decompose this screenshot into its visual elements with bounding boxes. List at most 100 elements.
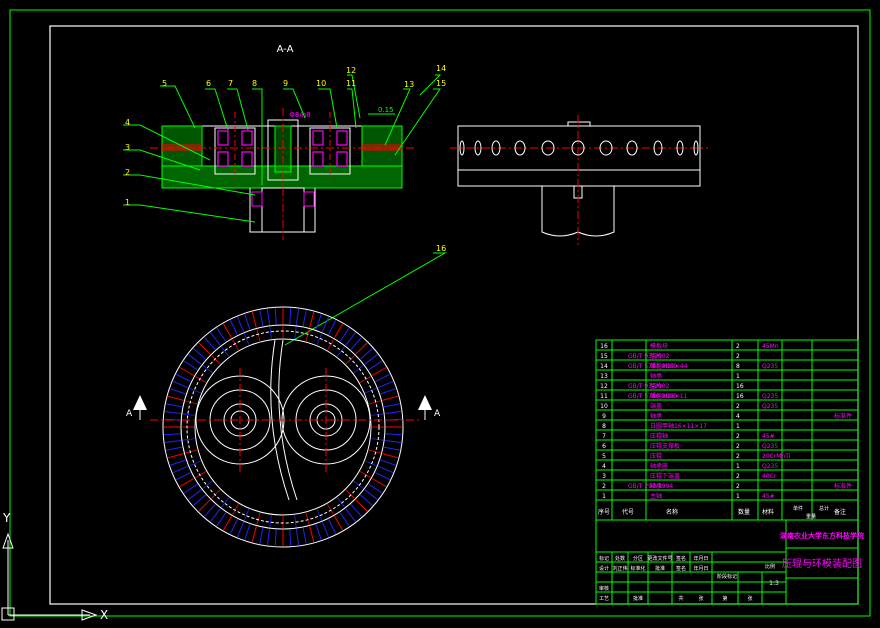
bom-cell-no: 16 xyxy=(600,343,608,350)
title-scale-label: 比例 xyxy=(765,563,775,570)
callout-4: 4 xyxy=(125,118,130,127)
section-label: A-A xyxy=(277,44,294,55)
title-cell: 第 xyxy=(722,595,727,602)
bom-cell-no: 5 xyxy=(602,453,606,460)
outer-frame xyxy=(9,9,871,617)
bom-cell-name: 螺栓M10×44 xyxy=(650,362,688,370)
title-cell: 工艺 xyxy=(599,596,609,602)
bom-cell-no: 8 xyxy=(602,423,606,430)
bom-header-note: 备注 xyxy=(834,508,846,516)
bom-cell-mat: 40Cr xyxy=(762,473,777,480)
title-stage-label: 阶段标记 xyxy=(717,573,737,580)
bom-header-no: 序号 xyxy=(598,508,610,516)
bom-cell-mat: Q235 xyxy=(762,463,778,470)
callout-numbers: 1 2 3 4 5 6 7 8 9 10 11 12 13 14 15 16 xyxy=(125,64,446,253)
bom-cell-name: 压辊下端盖 xyxy=(650,472,680,480)
bom-cell-qty: 2 xyxy=(736,433,740,440)
title-cell: 签名 xyxy=(676,565,686,572)
bom-cell-mat: Q235 xyxy=(762,443,778,450)
title-cell: 张 xyxy=(698,595,703,602)
bom-cell-name: 垫片 xyxy=(650,382,662,390)
bom-cell-qty: 8 xyxy=(736,363,740,370)
bom-cell-name: 压辊支撑板 xyxy=(650,442,680,450)
bom-cell-mat: Q235 xyxy=(762,403,778,410)
title-cell: 处数 xyxy=(615,555,625,562)
title-cell: 分区 xyxy=(633,555,643,562)
bom-cell-no: 1 xyxy=(602,493,606,500)
bom-cell-name: 垫片 xyxy=(650,352,662,360)
title-cell: 张 xyxy=(747,595,752,602)
dimension-note: Φ8/h8 xyxy=(289,111,310,119)
bom-cell-mat: Q235 xyxy=(762,363,778,370)
side-view xyxy=(450,115,708,245)
callout-11: 11 xyxy=(346,79,356,88)
section-view-aa: A-A Φ8/h8 0.15 xyxy=(150,44,415,240)
bom-cell-no: 9 xyxy=(602,413,606,420)
title-cell: 年月日 xyxy=(693,555,708,562)
callout-14: 14 xyxy=(436,64,446,73)
bom-cell-std: GB/T 93-2002 xyxy=(628,353,670,360)
callout-10: 10 xyxy=(316,79,326,88)
bom-header-single: 单件 xyxy=(793,505,803,512)
callout-12: 12 xyxy=(346,66,356,75)
bom-header-name: 名称 xyxy=(666,508,678,516)
bom-cell-name: 轴承 xyxy=(650,372,662,380)
callout-7: 7 xyxy=(228,79,233,88)
bom-cell-no: 13 xyxy=(600,373,608,380)
bom-cell-std: GB/T 297-1994 xyxy=(628,483,673,490)
bom-cell-name: 压辊 xyxy=(650,452,662,460)
title-cell: 审核 xyxy=(599,585,609,592)
bom-cell-no: 10 xyxy=(600,403,608,410)
bom-cell-qty: 2 xyxy=(736,453,740,460)
bom-cell-mat: 20CrMnTi xyxy=(762,453,791,460)
bom-cell-no: 12 xyxy=(600,383,608,390)
bom-cell-name: 日圆甲轴16×11×17 xyxy=(650,422,707,430)
bom-cell-name: 轴承 xyxy=(650,412,662,420)
bom-cell-name: 轴承 xyxy=(650,482,662,490)
title-cell: 刘正伟 xyxy=(612,565,627,572)
tolerance-note: 0.15 xyxy=(378,106,394,114)
bom-cell-name: 螺栓M16×11 xyxy=(650,392,688,400)
bom-cell-name: 轴承座 xyxy=(650,462,668,470)
bom-cell-qty: 2 xyxy=(736,443,740,450)
bom-cell-name: 压辊轴 xyxy=(650,432,668,440)
bom-cell-qty: 1 xyxy=(736,463,740,470)
bom-cell-std: GB/T 93-2002 xyxy=(628,383,670,390)
plan-view: A A xyxy=(126,306,441,548)
inner-frame xyxy=(49,25,859,605)
title-cell: 标记 xyxy=(599,555,609,562)
title-cell: 签名 xyxy=(676,555,686,562)
ucs-icon: Y X xyxy=(1,511,108,622)
bom-cell-no: 3 xyxy=(602,473,606,480)
bom-cell-std: GB/T 5780-2000 xyxy=(628,393,677,400)
bom-header-mat: 材料 xyxy=(762,508,774,516)
title-cell: 年月日 xyxy=(693,565,708,572)
bom-cell-std: GB/T 5783-2000 xyxy=(628,363,677,370)
bom-header-qty: 数量 xyxy=(738,508,750,516)
bom-cell-no: 7 xyxy=(602,433,606,440)
bom-cell-no: 4 xyxy=(602,463,606,470)
callout-6: 6 xyxy=(206,79,211,88)
bom-cell-name: 主轴 xyxy=(650,492,662,500)
bom-cell-qty: 4 xyxy=(736,413,740,420)
bom-cell-qty: 16 xyxy=(736,393,744,400)
title-cell: 更改文件号 xyxy=(647,555,672,562)
bom-cell-qty: 1 xyxy=(736,493,740,500)
section-callouts xyxy=(123,74,447,346)
bom-cell-qty: 2 xyxy=(736,473,740,480)
callout-16: 16 xyxy=(436,244,446,253)
ucs-y-label: Y xyxy=(2,511,11,525)
bom-cell-mat: 45# xyxy=(762,493,775,500)
bom-cell-qty: 2 xyxy=(736,343,740,350)
bom-cell-qty: 1 xyxy=(736,423,740,430)
bom-cell-mat: 45Mn xyxy=(762,343,779,350)
bom-cell-no: 11 xyxy=(600,393,608,400)
title-block: 湖南农业大学东方科技学院 压辊与环模装配图 比例 1:3 阶段标记 标记处数分区… xyxy=(595,519,864,605)
bom-cell-qty: 2 xyxy=(736,353,740,360)
section-marker-right: A xyxy=(434,409,441,419)
bom-cell-qty: 2 xyxy=(736,403,740,410)
bom-header-weight: 重量 xyxy=(806,513,816,520)
callout-9: 9 xyxy=(283,79,288,88)
callout-5: 5 xyxy=(162,79,167,88)
